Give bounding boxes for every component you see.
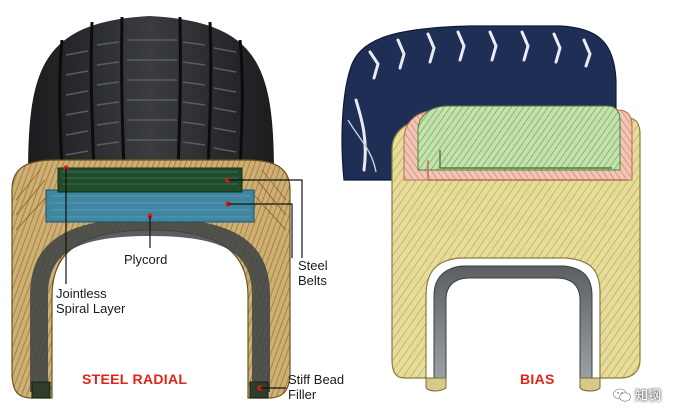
watermark-text: 知钢	[634, 389, 661, 404]
bias-inner-liner	[433, 265, 593, 379]
bias-bead-right	[579, 377, 601, 392]
wechat-icon	[613, 388, 631, 401]
label-steel-belts-line2: Belts	[298, 273, 327, 288]
bias-title: BIAS	[520, 371, 555, 387]
bias-tire	[341, 25, 641, 392]
radial-tread-grooves	[58, 16, 244, 171]
bias-sidewall-detail	[347, 119, 377, 173]
label-steel-belts-line1: Steel	[298, 258, 328, 273]
label-steel-belts: Steel Belts	[298, 258, 328, 288]
radial-green-belt	[57, 167, 243, 193]
label-jointless-line2: Spiral Layer	[56, 301, 126, 316]
radial-leader-lines	[65, 168, 303, 389]
label-bead-line1: Stiff Bead	[288, 372, 345, 387]
label-jointless-spiral-layer: Jointless Spiral Layer	[56, 286, 125, 316]
bias-tread-grooves	[354, 30, 592, 172]
label-bead-line2: Filler	[288, 387, 317, 402]
radial-tread-sipes	[65, 39, 237, 161]
radial-belt-hatching	[62, 171, 238, 185]
bias-green-ply	[417, 105, 621, 171]
label-jointless-line1: Jointless	[56, 286, 107, 301]
steel-radial-title: STEEL RADIAL	[82, 371, 188, 387]
label-stiff-bead-filler: Stiff Bead Filler	[288, 372, 344, 402]
watermark: 知钢	[613, 385, 661, 404]
radial-bead-left	[31, 381, 51, 399]
bias-bead-left	[425, 377, 447, 392]
radial-tread	[28, 16, 274, 178]
steel-radial-tire	[11, 16, 303, 399]
label-plycord: Plycord	[124, 252, 168, 267]
